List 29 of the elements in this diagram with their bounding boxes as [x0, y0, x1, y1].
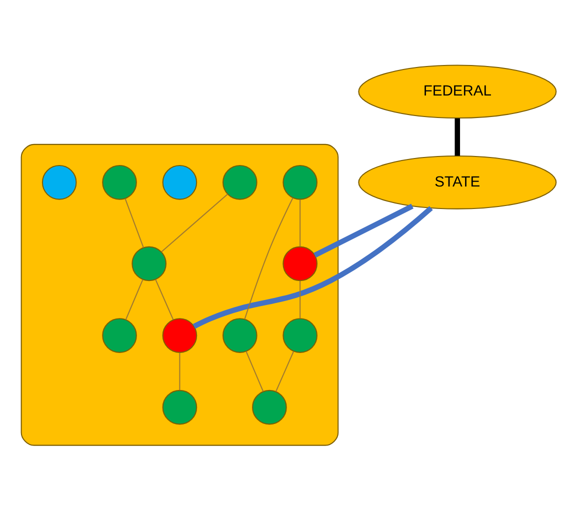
node-circle: [162, 389, 198, 424]
node-ellipse: STATE: [358, 155, 557, 209]
connector: [454, 118, 460, 156]
node-circle: [282, 164, 318, 200]
node-circle: [102, 164, 137, 200]
node-circle: [162, 318, 198, 352]
node-ellipse: FEDERAL: [358, 64, 557, 118]
connector: [192, 206, 433, 328]
node-circle: [222, 318, 258, 352]
node-circle: [222, 164, 258, 200]
connector: [300, 199, 301, 246]
connector: [155, 278, 174, 320]
connector: [161, 193, 228, 252]
node-circle: [282, 246, 318, 281]
connector: [246, 350, 264, 392]
node-circle: [252, 389, 287, 424]
node-circle: [282, 318, 318, 352]
connector: [275, 350, 294, 392]
connector: [300, 280, 301, 318]
connector: [314, 203, 414, 258]
node-circle: [42, 164, 77, 200]
node-circle: [132, 246, 166, 281]
cluster: [20, 143, 339, 446]
node-circle: [162, 164, 198, 200]
connector: [125, 278, 144, 320]
connector: [179, 352, 180, 390]
connector: [124, 198, 144, 248]
connector: [244, 197, 294, 319]
node-circle: [102, 318, 137, 352]
